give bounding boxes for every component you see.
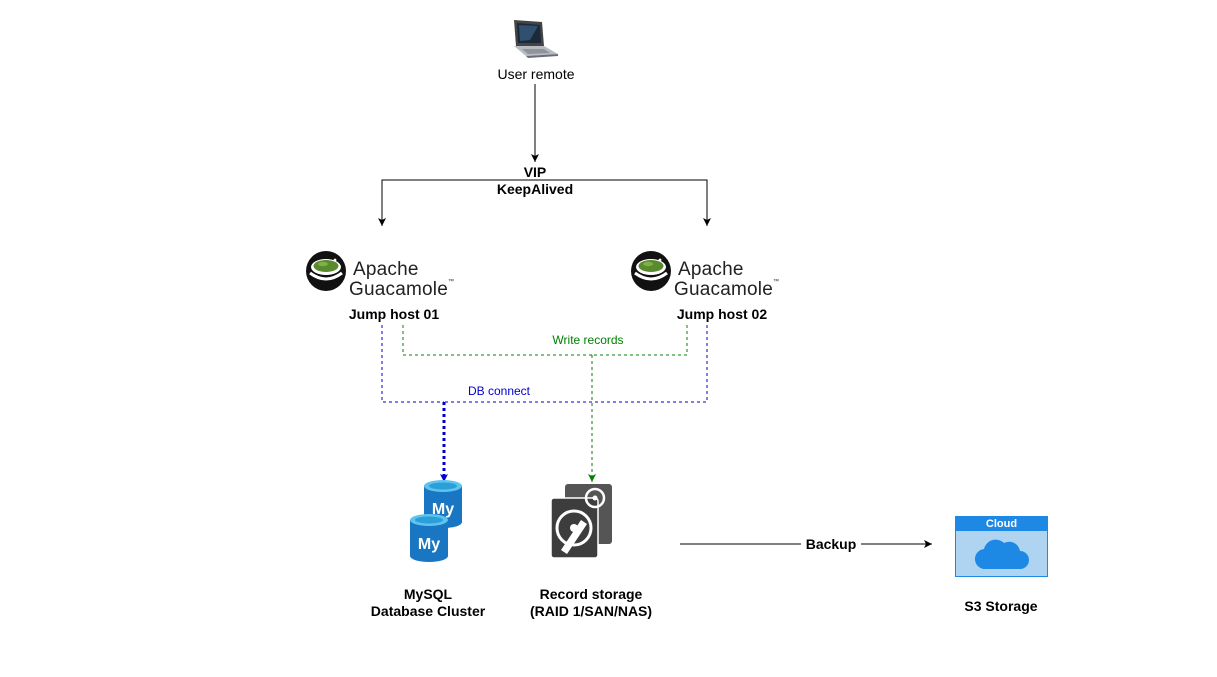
svg-text:My: My [432,501,454,518]
svg-text:My: My [418,536,440,553]
cloud-header: Cloud [956,517,1047,531]
mysql-label: MySQL [403,586,453,602]
edge-host02-db [444,325,708,403]
apache-word: Apache [353,259,419,280]
jump-host-02-label: Jump host 02 [676,306,768,322]
user-remote-label: User remote [497,66,575,82]
edge-vip-to-host01 [378,179,535,226]
guacamole-bowl-icon [631,251,671,291]
hard-drive-icon [551,484,612,558]
guacamole-logo-01: Apache Guacamole™ [305,250,465,300]
edge-host01-write [402,325,592,356]
keepalived-label: KeepAlived [496,181,574,197]
jump-host-01-label: Jump host 01 [348,306,440,322]
edge-vip-to-host02 [535,179,711,226]
guacamole-word: Guacamole™ [674,279,780,300]
record-storage-type-label: (RAID 1/SAN/NAS) [529,603,653,619]
edge-host01-db [381,325,444,403]
database-cluster-label: Database Cluster [370,603,486,619]
db-connect-label: DB connect [467,384,531,398]
guacamole-bowl-icon [306,251,346,291]
apache-word: Apache [678,259,744,280]
mysql-database-icon: My My [410,480,462,562]
vip-label: VIP [523,164,547,180]
edge-host02-write [592,325,688,356]
cloud-icon [974,539,1029,570]
record-storage-label: Record storage [539,586,643,602]
s3-storage-label: S3 Storage [964,598,1038,614]
cloud-box: Cloud [955,516,1048,577]
backup-label: Backup [801,536,861,552]
laptop-icon [514,20,558,58]
write-records-label: Write records [552,333,624,347]
guacamole-logo-02: Apache Guacamole™ [630,250,790,300]
guacamole-word: Guacamole™ [349,279,455,300]
